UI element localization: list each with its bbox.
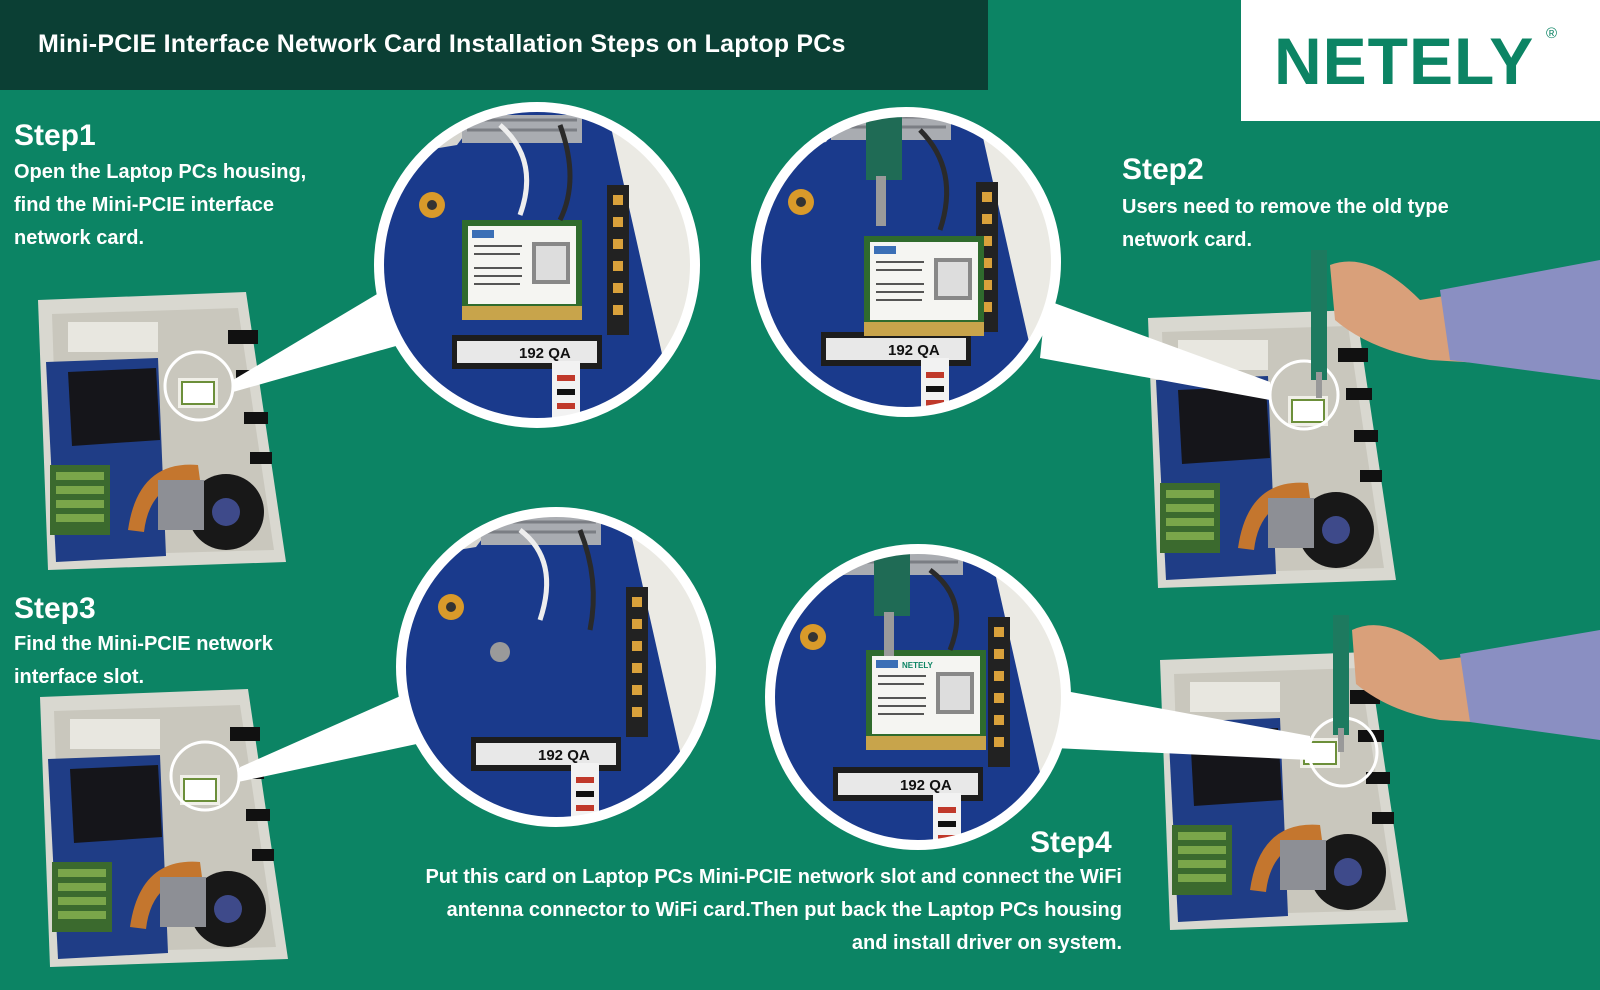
step2-hand-screwdriver [1311,250,1600,398]
step2-callout-pointer [1040,300,1270,400]
step3-description: Find the Mini-PCIE network interface slo… [14,628,273,694]
step4-hand-screwdriver [1333,615,1600,752]
step4-description: Put this card on Laptop PCs Mini-PCIE ne… [320,861,1122,960]
step3-line: Find the Mini-PCIE network [14,633,273,655]
step3-laptop-photo [39,688,289,968]
step3-callout-pointer [238,690,426,782]
step4-line: Put this card on Laptop PCs Mini-PCIE ne… [425,866,1122,888]
step4-line: and install driver on system. [851,932,1122,954]
step4-callout-pointer [1054,690,1310,760]
step2-description: Users need to remove the old type networ… [1122,191,1449,257]
brand-logo: NETELY ® [1241,0,1600,121]
step2-line: Users need to remove the old type [1122,196,1449,218]
page-title: Mini-PCIE Interface Network Card Install… [38,30,846,58]
step2-line: network card. [1122,229,1253,251]
step4-line: antenna connector to WiFi card.Then put … [446,899,1122,921]
step1-line: find the Mini-PCIE interface [14,194,275,216]
registered-mark: ® [1546,25,1558,42]
step4-zoom-photo: NETELY [770,549,1066,845]
step1-laptop-photo [37,291,287,571]
step1-callout-pointer [233,281,410,392]
logo-text: NETELY [1274,24,1535,98]
step1-line: network card. [14,227,145,249]
step3-line: interface slot. [14,666,145,688]
step1-zoom-photo [379,107,695,423]
step4-title: Step4 [1030,826,1112,859]
title-bar: Mini-PCIE Interface Network Card Install… [0,0,988,90]
replacement-card-brand: NETELY [902,661,933,670]
step1-description: Open the Laptop PCs housing, find the Mi… [14,156,306,255]
step2-zoom-photo [756,112,1056,412]
step3-title: Step3 [14,592,96,625]
step3-zoom-photo [401,512,711,822]
step1-title: Step1 [14,119,96,152]
step1-line: Open the Laptop PCs housing, [14,161,307,183]
step2-title: Step2 [1122,153,1204,186]
